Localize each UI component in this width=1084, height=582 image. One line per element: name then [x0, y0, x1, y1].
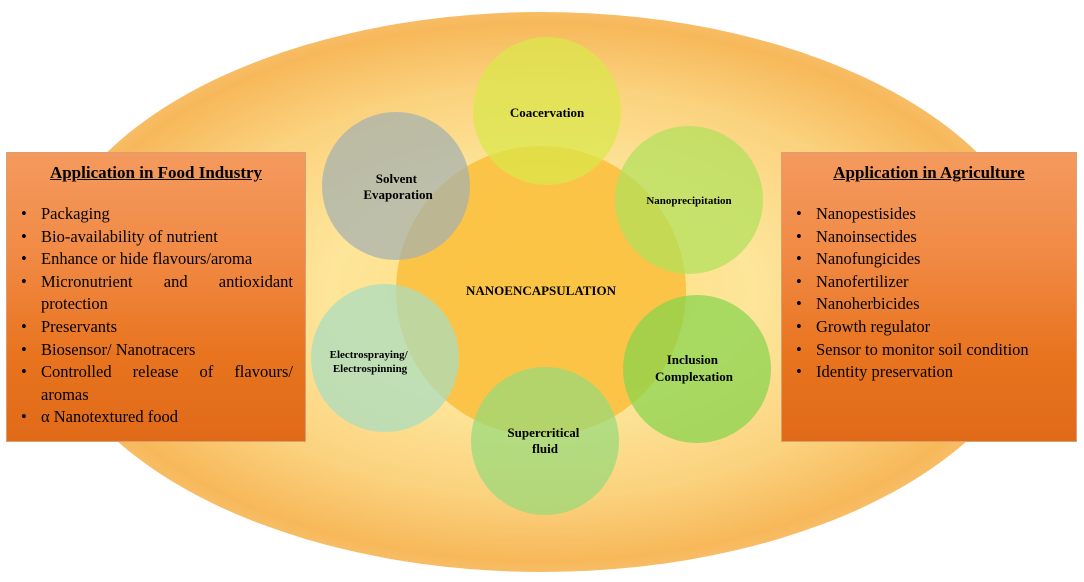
justified-line: Controlled release of flavours/	[41, 361, 293, 384]
agri-application-list: Nanopestisides Nanoinsectides Nanofungic…	[782, 203, 1076, 384]
list-item: Identity preservation	[796, 361, 1064, 384]
list-item: Enhance or hide flavours/aroma	[21, 248, 293, 271]
method-circle-supercritical	[471, 367, 619, 515]
method-label-electrospraying: Electrospraying/ Electrospinning	[330, 349, 411, 375]
method-label-solvent: Solvent Evaporation	[363, 171, 433, 202]
method-circle-nanoprecipitation	[615, 126, 763, 274]
method-label-coacervation: Coacervation	[510, 105, 585, 120]
list-item: Growth regulator	[796, 316, 1064, 339]
list-item: Nanofungicides	[796, 248, 1064, 271]
method-circle-coacervation	[473, 37, 621, 185]
agri-panel-title: Application in Agriculture	[833, 163, 1025, 182]
list-item: Controlled release of flavours/ aromas	[21, 361, 293, 406]
list-item: Biosensor/ Nanotracers	[21, 339, 293, 362]
word: release	[132, 362, 179, 382]
method-label-supercritical: Supercritical fluid	[507, 425, 582, 456]
agriculture-panel: Application in Agriculture Nanopestiside…	[781, 152, 1077, 442]
word: antioxidant	[218, 271, 293, 291]
list-item-continuation: protection	[41, 294, 108, 314]
list-item: Micronutrient and antioxidant protection	[21, 271, 293, 316]
word: Controlled	[41, 362, 112, 382]
list-item: Bio-availability of nutrient	[21, 226, 293, 249]
food-application-list: Packaging Bio-availability of nutrient E…	[7, 203, 305, 429]
list-item: Nanofertilizer	[796, 271, 1064, 294]
center-label: NANOENCAPSULATION	[466, 283, 617, 298]
word: Micronutrient	[41, 271, 133, 291]
justified-line: Micronutrient and antioxidant	[41, 271, 293, 294]
list-item: Preservants	[21, 316, 293, 339]
word: and	[163, 271, 188, 291]
center-circle	[396, 146, 686, 436]
list-item: α Nanotextured food	[21, 406, 293, 429]
method-label-inclusion: Inclusion Complexation	[655, 352, 734, 384]
list-item: Nanoinsectides	[796, 226, 1064, 249]
list-item: Packaging	[21, 203, 293, 226]
method-label-nanoprecipitation: Nanoprecipitation	[646, 195, 731, 207]
food-panel-title: Application in Food Industry	[49, 163, 263, 182]
list-item: Nanopestisides	[796, 203, 1064, 226]
method-circle-electrospraying	[311, 284, 459, 432]
word: of	[199, 362, 214, 382]
method-circle-solvent	[322, 112, 470, 260]
food-industry-panel: Application in Food Industry Packaging B…	[6, 152, 306, 442]
word: flavours/	[234, 362, 293, 382]
list-item: Sensor to monitor soil condition	[796, 339, 1064, 362]
list-item: Nanoherbicides	[796, 293, 1064, 316]
method-circle-inclusion	[623, 295, 771, 443]
list-item-continuation: aromas	[41, 384, 89, 404]
